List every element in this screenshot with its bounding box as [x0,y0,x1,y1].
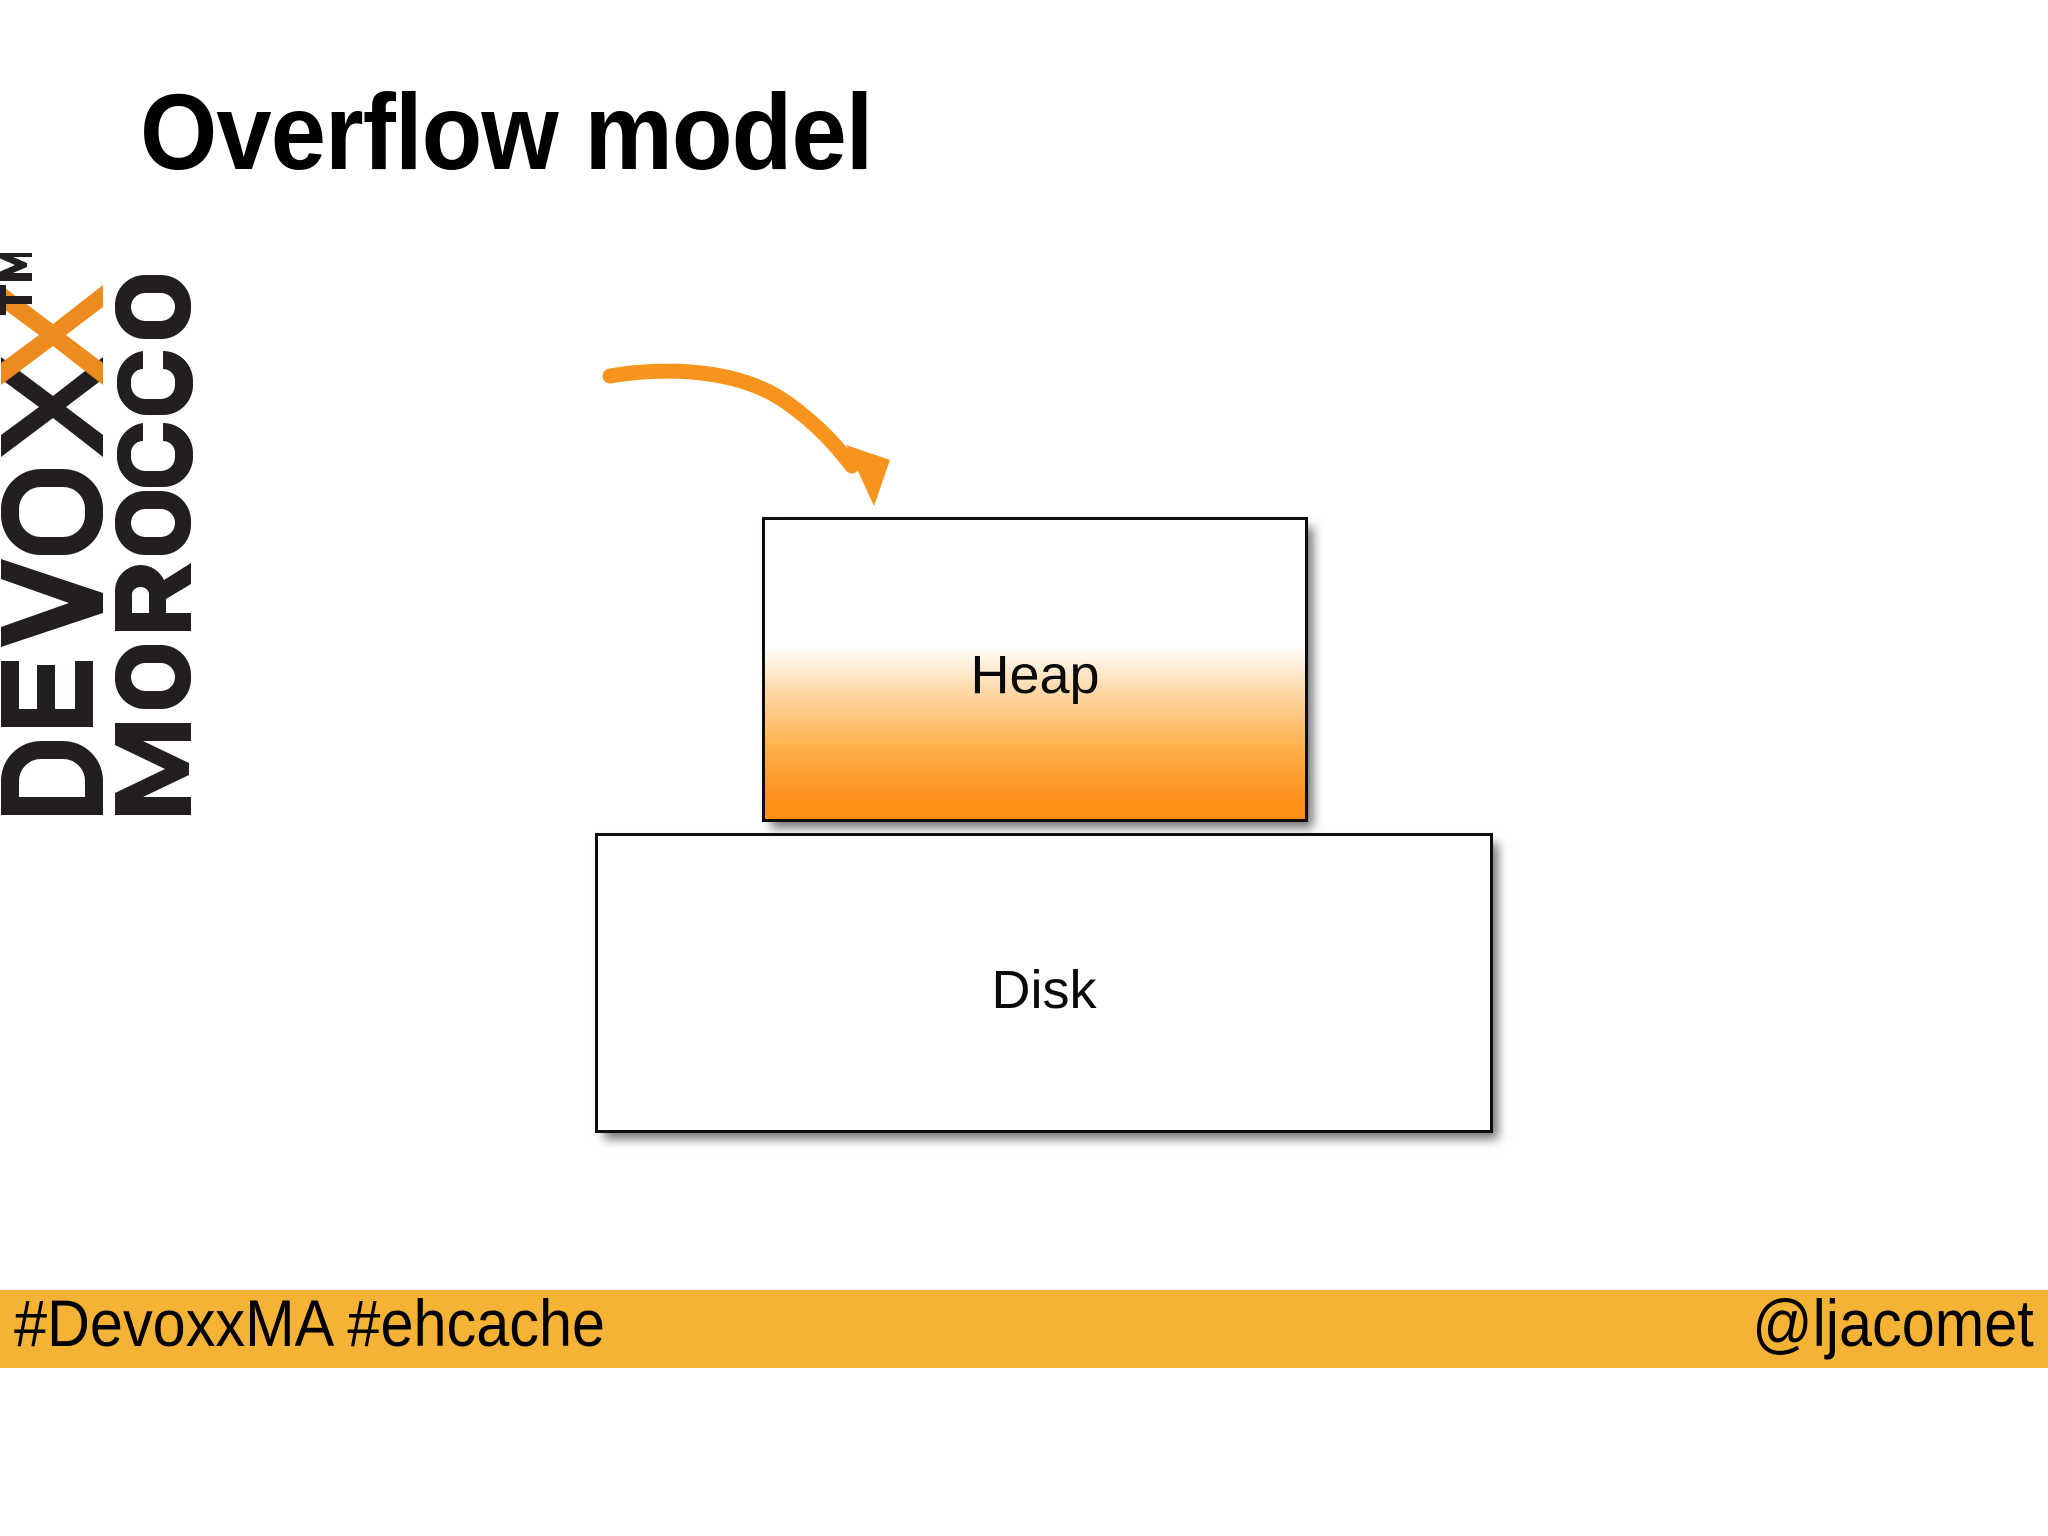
heap-tier-label: Heap [970,645,1100,705]
heap-tier-box[interactable]: Heap [762,517,1308,822]
devoxx-x-orange [1,285,103,385]
footer-bar [0,1290,2048,1368]
disk-tier-box[interactable]: Disk [595,833,1493,1133]
devoxx-morocco-logo-svg [0,253,193,815]
overflow-arrow-icon [602,363,890,506]
footer-twitter-handle: @ljacomet [1752,1286,2034,1360]
devoxx-x-dark [1,357,103,457]
overflow-arrow-head [846,445,890,506]
overflow-arrow-shaft [602,363,860,474]
page-title: Overflow model [140,71,873,192]
devoxx-morocco-logo [0,253,195,823]
trademark-icon [0,253,32,315]
disk-tier-label: Disk [991,960,1097,1020]
morocco-wordmark [115,275,193,815]
devoxx-wordmark [1,469,103,815]
overflow-diagram: Heap Disk [595,363,1493,1133]
footer-hashtags: #DevoxxMA #ehcache [14,1286,606,1360]
